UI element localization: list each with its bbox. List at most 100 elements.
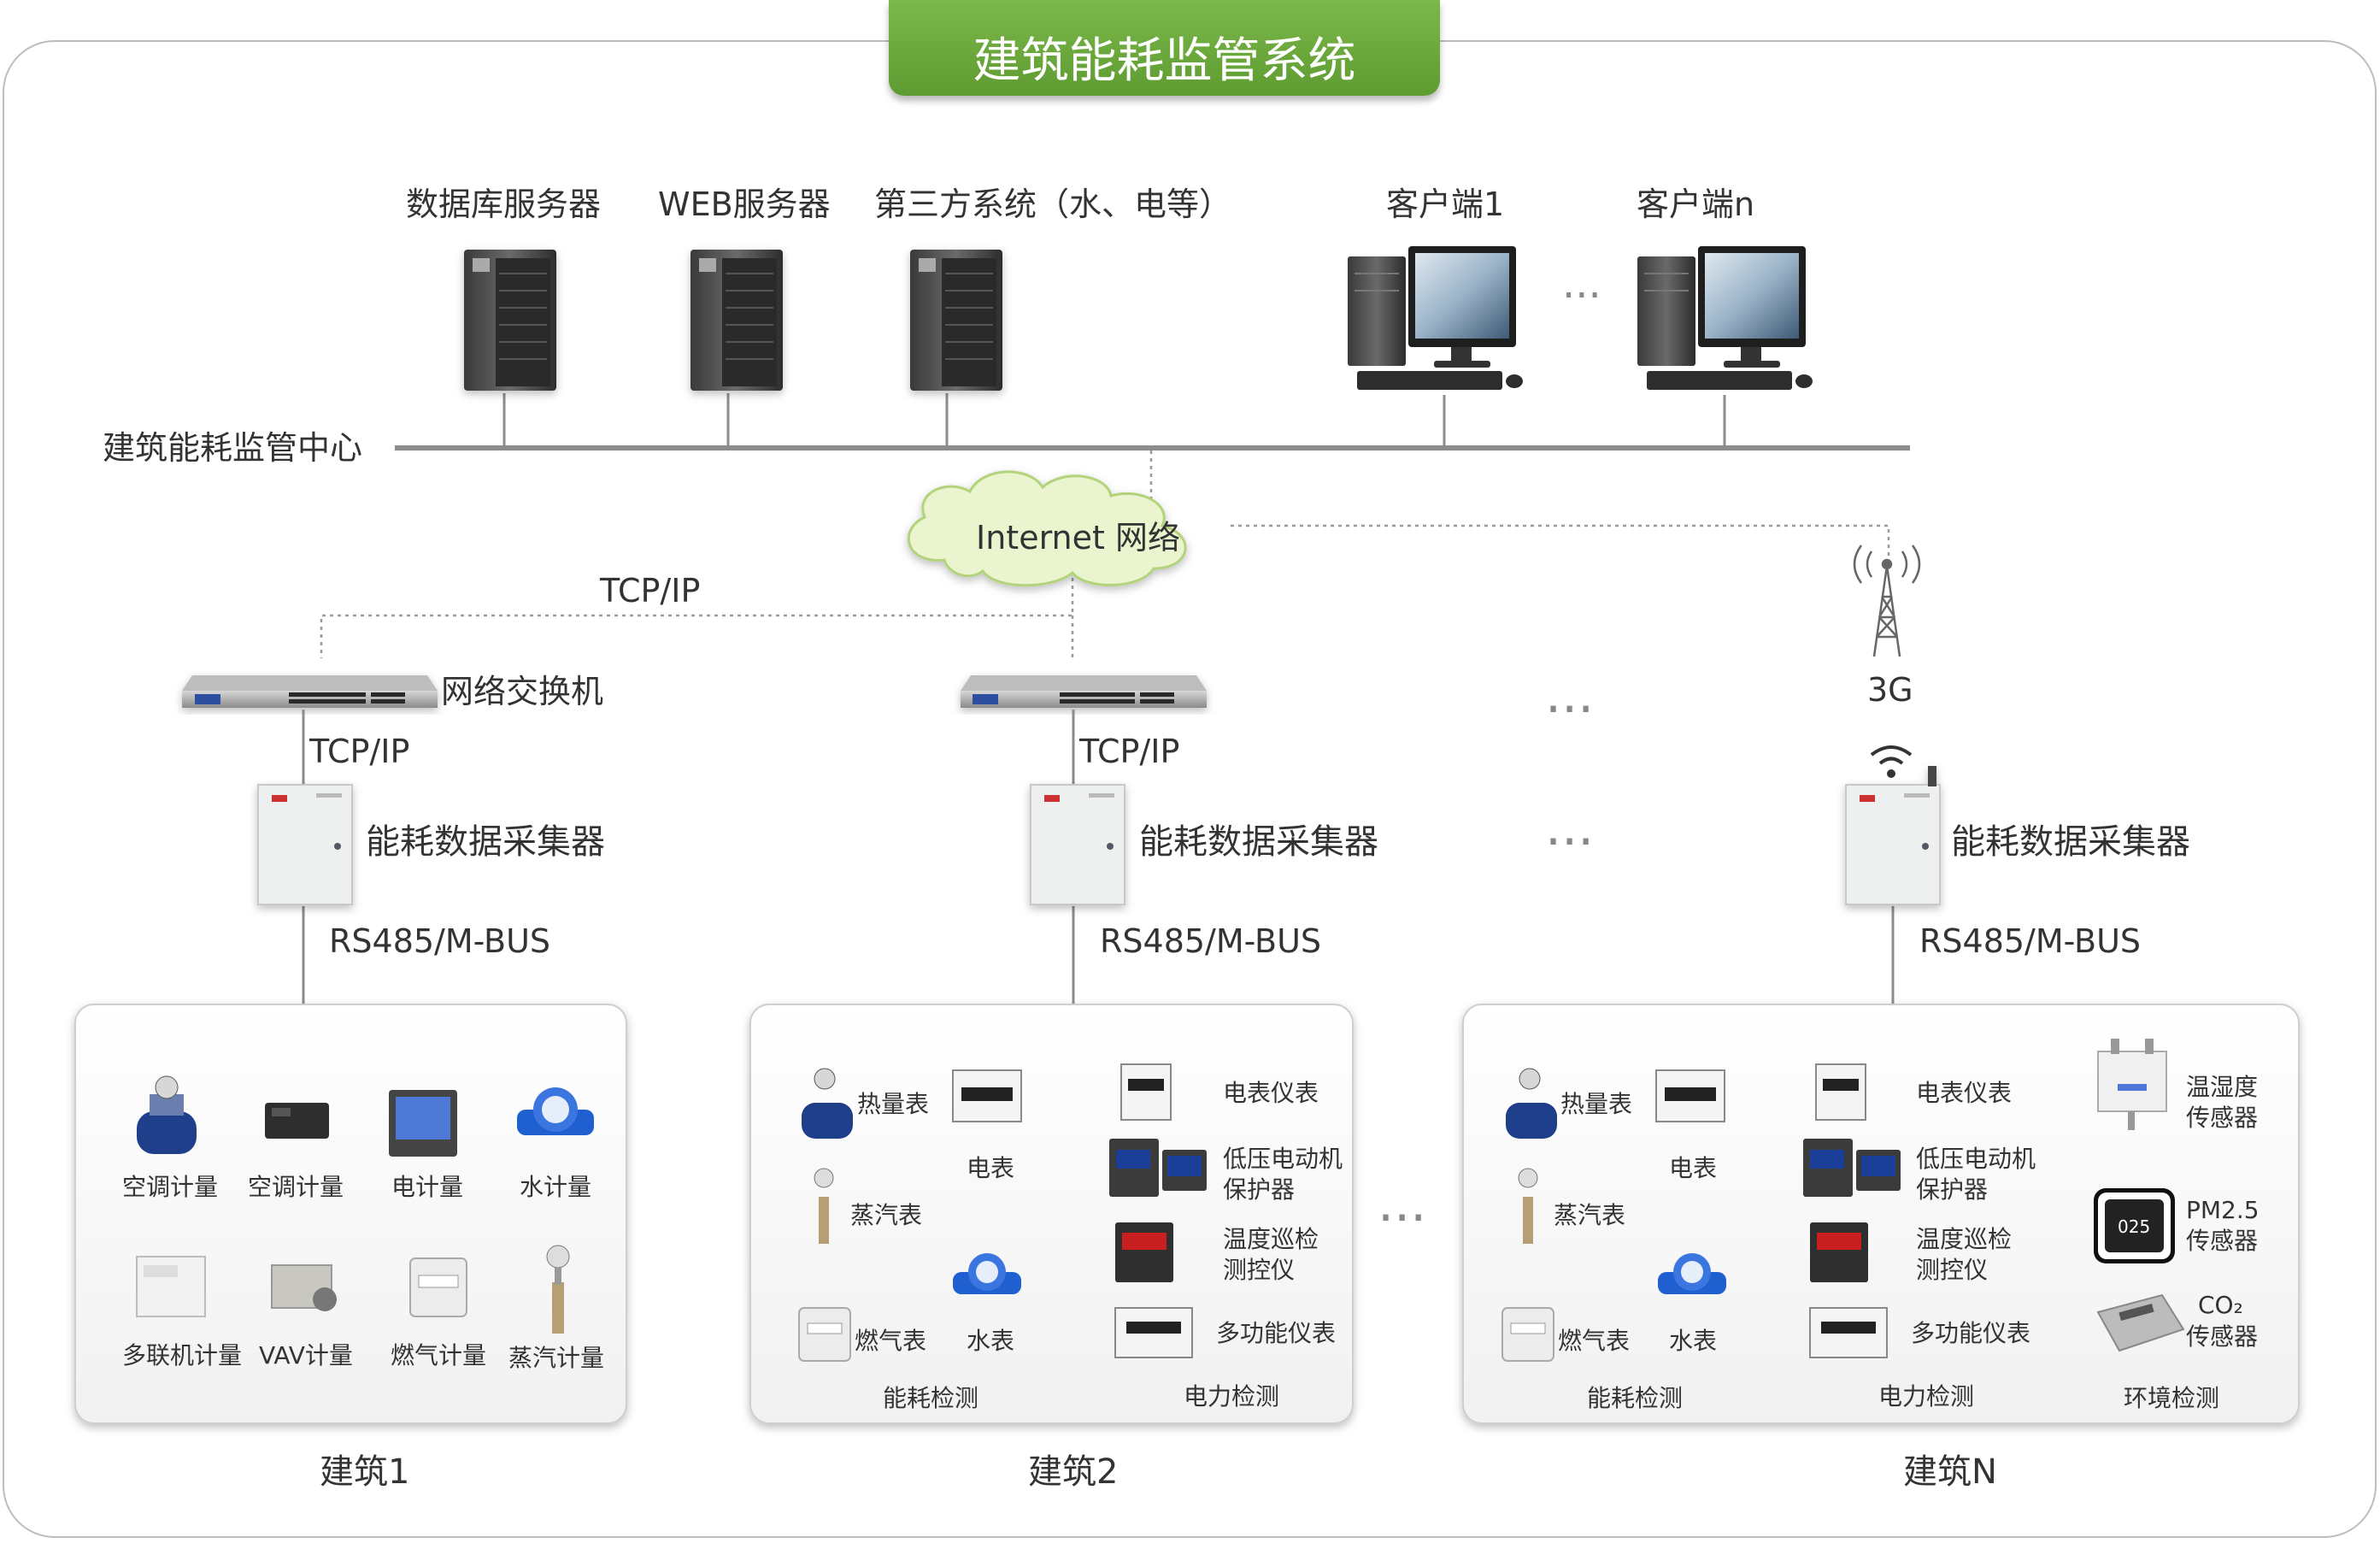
b1-vrf-meter-icon	[136, 1256, 206, 1317]
building-2-name: 建筑2	[1028, 1452, 1119, 1492]
network-dashed-lines	[320, 451, 1890, 658]
wifi-icon	[1870, 745, 1913, 778]
building-2-box	[749, 1004, 1354, 1424]
server-label-db: 数据库服务器	[406, 186, 602, 223]
client-pc-1	[1348, 246, 1523, 390]
network-switch-1	[182, 675, 438, 708]
bn-env-pm-label-2: 传感器	[2186, 1227, 2259, 1255]
server-tower-web	[690, 250, 783, 391]
bn-motor-protector-label-2: 保护器	[1916, 1175, 1989, 1204]
bn-elec-meter-icon	[1655, 1069, 1725, 1122]
bn-env-co2-label-2: 传感器	[2186, 1322, 2259, 1351]
b2-water-meter-label: 水表	[967, 1327, 1015, 1355]
b2-temp-patrol-label-2: 测控仪	[1223, 1256, 1296, 1284]
building-row-ellipsis: ···	[1378, 1188, 1427, 1248]
b2-elec-meter-icon	[952, 1069, 1022, 1122]
building-1-box	[74, 1004, 627, 1424]
collector-label-1: 能耗数据采集器	[366, 822, 605, 862]
b2-temp-patrol-label-1: 温度巡检	[1223, 1225, 1319, 1253]
network-switch-2	[961, 675, 1207, 708]
b2-multifunction-meter-icon	[1114, 1307, 1193, 1358]
b2-temp-patrol-icon	[1115, 1222, 1173, 1282]
bn-multifunction-meter-icon	[1809, 1307, 1888, 1358]
bn-steam-meter-icon	[1518, 1168, 1538, 1244]
client-ellipsis: ···	[1562, 272, 1601, 320]
b2-gas-meter-label: 燃气表	[855, 1327, 927, 1355]
radio-tower	[1853, 545, 1921, 657]
bn-heat-meter-icon	[1506, 1068, 1557, 1139]
b1-device-water: 水计量	[520, 1173, 592, 1201]
bn-elec-meter-label: 电表	[1669, 1154, 1718, 1182]
b1-device-ac-2: 空调计量	[248, 1173, 344, 1201]
bn-temp-patrol-label-1: 温度巡检	[1916, 1225, 2013, 1253]
bus-label-1: RS485/M-BUS	[329, 922, 551, 960]
bn-pm25-sensor-icon	[2094, 1188, 2175, 1263]
page-title: 建筑能耗监管系统	[973, 33, 1356, 89]
bn-motor-protector-icon	[1803, 1139, 1901, 1197]
b1-water-meter-icon	[517, 1087, 594, 1135]
bn-heat-meter-label: 热量表	[1560, 1090, 1633, 1118]
building-n-name: 建筑N	[1903, 1452, 1997, 1492]
center-label: 建筑能耗监管中心	[103, 429, 363, 467]
bn-steam-meter-label: 蒸汽表	[1554, 1201, 1626, 1229]
bn-pm-display: 025	[2118, 1216, 2151, 1237]
b2-gas-meter-icon	[798, 1307, 851, 1362]
b2-meter-instrument-label: 电表仪表	[1223, 1079, 1319, 1107]
b2-elec-meter-label: 电表	[967, 1154, 1015, 1182]
b1-device-vrf: 多联机计量	[122, 1341, 243, 1369]
bn-meter-instrument-icon	[1815, 1063, 1866, 1121]
collector-box-2	[1030, 784, 1125, 905]
b2-group-energy: 能耗检测	[883, 1384, 979, 1412]
b2-motor-protector-label-1: 低压电动机	[1223, 1145, 1343, 1173]
bn-group-env: 环境检测	[2124, 1384, 2220, 1412]
internet-label: Internet 网络	[976, 519, 1180, 557]
server-tower-db	[464, 250, 556, 391]
client-label-1: 客户端1	[1386, 186, 1505, 223]
collector-box-n	[1845, 766, 1941, 905]
bn-env-th-label-1: 温湿度	[2186, 1073, 2259, 1101]
bn-temp-patrol-label-2: 测控仪	[1916, 1256, 1989, 1284]
b2-motor-protector-icon	[1109, 1139, 1207, 1197]
b1-device-steam: 蒸汽计量	[508, 1344, 605, 1372]
building-1-name: 建筑1	[320, 1452, 410, 1492]
b2-steam-meter-icon	[814, 1168, 834, 1244]
bn-multifunction-label: 多功能仪表	[1911, 1319, 2031, 1347]
b1-vav-meter-icon	[271, 1264, 337, 1311]
bn-env-pm-label-1: PM2.5	[2186, 1196, 2260, 1224]
b1-gas-meter-icon	[409, 1257, 467, 1317]
tcpip-label-2: TCP/IP	[1079, 733, 1180, 770]
wireless-3g-label: 3G	[1867, 671, 1913, 709]
bn-group-power: 电力检测	[1878, 1382, 1975, 1410]
tcpip-label-1: TCP/IP	[309, 733, 410, 770]
bn-gas-meter-label: 燃气表	[1558, 1327, 1631, 1355]
bn-water-meter-icon	[1658, 1253, 1726, 1294]
bn-temp-patrol-icon	[1810, 1222, 1868, 1282]
b1-ac-meter-flow-icon	[137, 1075, 197, 1154]
b2-group-power: 电力检测	[1184, 1382, 1280, 1410]
server-label-web: WEB服务器	[658, 186, 831, 223]
bn-meter-instrument-label: 电表仪表	[1916, 1079, 2013, 1107]
server-label-third-party: 第三方系统（水、电等）	[874, 186, 1232, 223]
bn-gas-meter-icon	[1501, 1307, 1554, 1362]
b2-multifunction-label: 多功能仪表	[1216, 1319, 1337, 1347]
b2-steam-meter-label: 蒸汽表	[850, 1201, 923, 1229]
vertical-connectors	[302, 710, 1895, 1004]
b2-meter-instrument-icon	[1120, 1063, 1172, 1121]
collector-box-1	[257, 784, 353, 905]
bn-water-meter-label: 水表	[1669, 1327, 1718, 1355]
bn-env-th-label-2: 传感器	[2186, 1104, 2259, 1132]
b1-power-meter-icon	[389, 1090, 457, 1157]
b1-device-power: 电计量	[391, 1173, 464, 1201]
bus-label-n: RS485/M-BUS	[1919, 922, 2142, 960]
b1-ac-meter-box-icon	[265, 1103, 329, 1139]
b2-water-meter-icon	[953, 1253, 1021, 1294]
client-label-n: 客户端n	[1637, 186, 1755, 223]
b2-heat-meter-label: 热量表	[857, 1090, 930, 1118]
bn-temp-humidity-sensor-icon	[2097, 1039, 2167, 1130]
collector-row-ellipsis: ···	[1545, 812, 1595, 872]
client-pc-n	[1637, 246, 1813, 390]
b1-steam-meter-icon	[546, 1245, 570, 1334]
bn-co2-sensor-icon	[2096, 1293, 2185, 1352]
